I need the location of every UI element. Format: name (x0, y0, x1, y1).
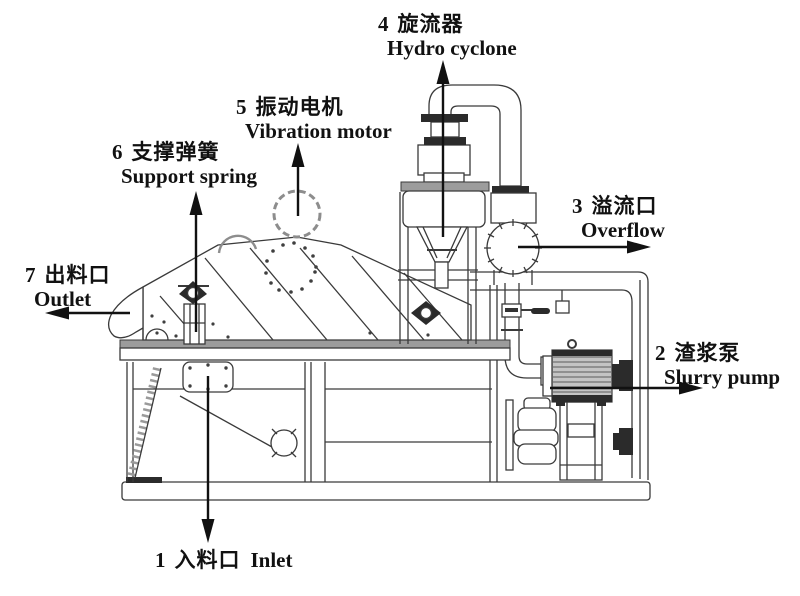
callout-arrow-vibration-motor (291, 143, 305, 216)
callout-arrow-inlet (201, 376, 215, 543)
callout-en-line: Overflow (581, 218, 665, 242)
pipe-flange-circle (270, 428, 298, 458)
screen-table (119, 339, 511, 361)
bolt-circle (264, 241, 318, 294)
valve-handle (501, 303, 550, 318)
vibrating-screen (142, 234, 472, 341)
callout-en-line: Hydro cyclone (387, 36, 517, 60)
callout-en-line: Support spring (121, 164, 257, 188)
vibration-motor-circle (272, 189, 322, 239)
overflow-port (484, 186, 542, 285)
overflow-down-pipe (501, 283, 549, 386)
callout-arrow-hydro-cyclone (436, 60, 450, 237)
base-frame (121, 477, 651, 501)
callout-en-line: Slurry pump (664, 365, 781, 389)
callout-arrow-slurry-pump (550, 381, 703, 395)
slurry-pump-group (505, 339, 633, 481)
right-frame (470, 271, 649, 480)
flange-bolt-ticks (484, 219, 542, 277)
callout-arrow-support-spring (189, 191, 203, 332)
callout-en-line: Vibration motor (245, 119, 392, 143)
callout-arrow-outlet (45, 306, 130, 320)
callout-arrow-overflow (518, 240, 651, 254)
support-spring-assembly (178, 281, 209, 345)
pump-motor (542, 339, 613, 406)
callout-en-line: Outlet (34, 287, 92, 311)
